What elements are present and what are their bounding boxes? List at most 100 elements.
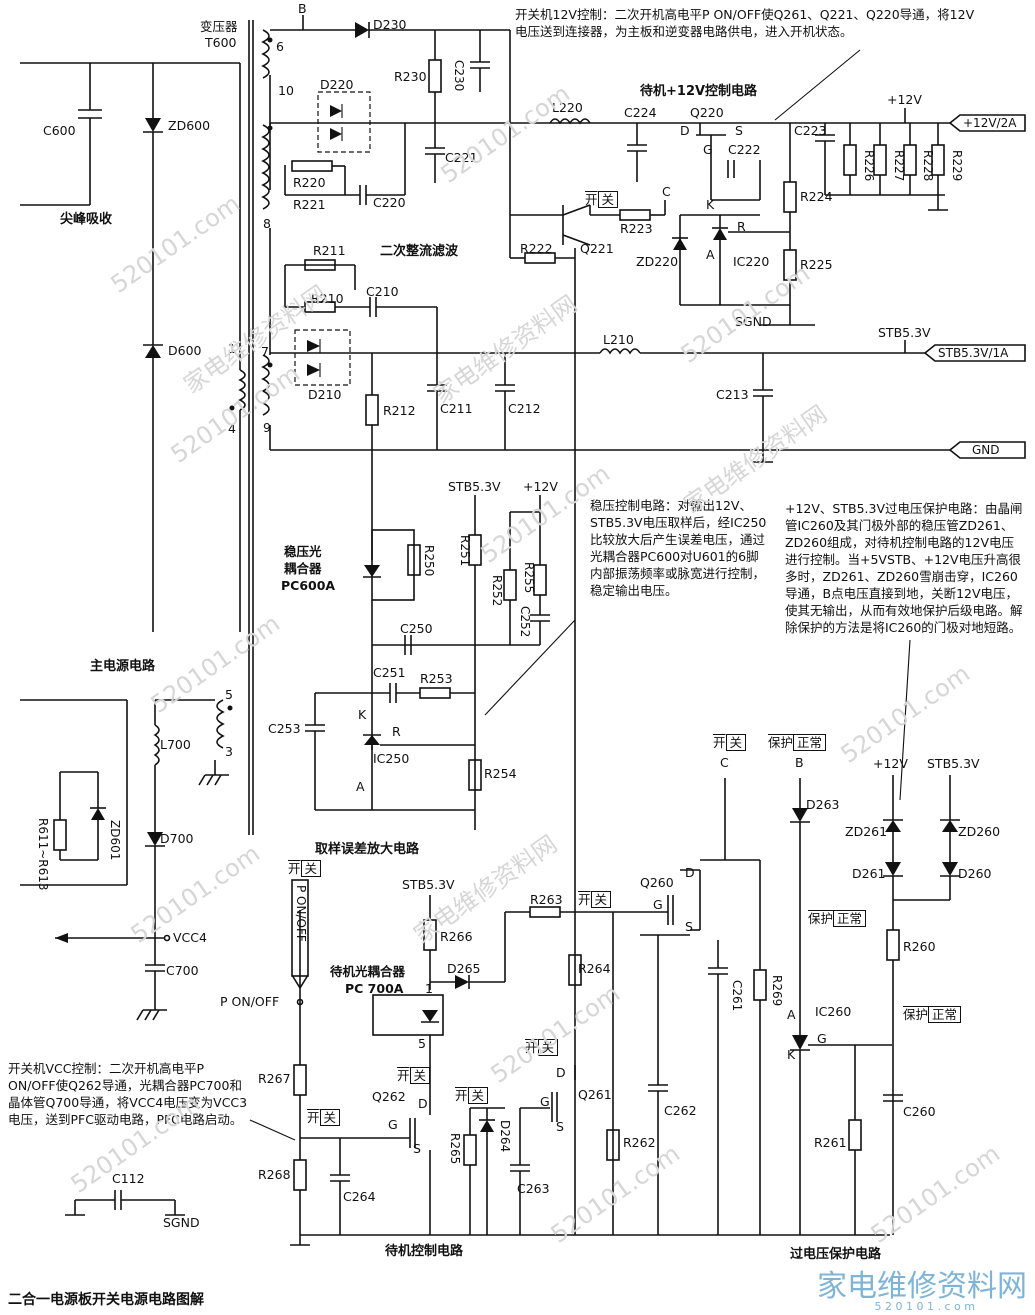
pin-b-top: B [298, 1, 307, 16]
state-ponoff: 开关 [288, 860, 322, 877]
ref-d230: D230 [373, 17, 407, 32]
transformer-ref: T600 [205, 35, 237, 50]
net-12v-top: +12V [887, 92, 922, 107]
pc600a-line1: 稳压光 [284, 544, 322, 559]
ref-r254: R254 [484, 766, 517, 781]
ref-c260: C260 [903, 1104, 936, 1119]
ref-r251: R251 [458, 535, 472, 567]
ref-zd601: ZD601 [108, 820, 122, 861]
port-12v-2a: +12V/2A [963, 116, 1017, 130]
ref-r611-613: R611~R613 [36, 818, 50, 891]
pin-b-label: B [795, 755, 804, 770]
ref-r250: R250 [422, 545, 436, 577]
ref-r253: R253 [420, 671, 453, 686]
pin-k-ic250: K [358, 707, 367, 722]
net-stb-top: STB5.3V [878, 325, 931, 340]
pin-d-q260: D [685, 865, 695, 880]
pin-1: 1 [228, 341, 236, 356]
net-sgnd-top: SGND [735, 314, 772, 329]
ref-r265: R265 [448, 1133, 462, 1165]
ref-c251: C251 [373, 665, 406, 680]
ref-r252: R252 [490, 575, 504, 607]
net-12v-ovp: +12V [873, 756, 908, 771]
net-ponoff-vertical: P ON/OFF [294, 885, 308, 942]
ref-c252: C252 [518, 606, 532, 638]
ref-d700: D700 [160, 831, 194, 846]
pin-g-q261: G [540, 1094, 550, 1109]
pc600a-line2: 耦合器 [284, 561, 322, 576]
net-12v-sampling: +12V [523, 479, 558, 494]
section-standby-ctrl: 待机控制电路 [385, 1244, 464, 1259]
pin-g-q220: G [703, 142, 713, 157]
ref-r260: R260 [903, 939, 936, 954]
net-stb-standby: STB5.3V [402, 877, 455, 892]
pin-d-q220: D [680, 123, 690, 138]
ref-zd220: ZD220 [636, 254, 679, 269]
pin-7: 7 [261, 344, 269, 359]
state-c-node: 开关 [713, 734, 747, 751]
pin-4: 4 [228, 421, 236, 436]
ref-r268: R268 [258, 1167, 291, 1182]
pin-d-q261: D [556, 1065, 566, 1080]
pin-s-q260: S [685, 919, 693, 934]
ref-r261: R261 [814, 1135, 847, 1150]
site-logo-sub: 5 2 0 1 0 1 . c o m [874, 1300, 975, 1313]
ref-r210: R210 [311, 291, 344, 306]
section-standby-12v: 待机+12V控制电路 [640, 84, 758, 99]
ref-c210: C210 [366, 284, 399, 299]
output-ports [923, 114, 1026, 459]
pin-r-ic250: R [392, 724, 401, 739]
ref-c263: C263 [517, 1181, 550, 1196]
transformer-secondaries [216, 29, 273, 749]
q260-stage [606, 778, 767, 1235]
note-regulation: 稳压控制电路：对输出12V、STB5.3V电压取样后，经IC250比较放大后产生… [590, 498, 767, 598]
ref-ic220: IC220 [733, 254, 770, 269]
pin-k-ic220: K [706, 197, 715, 212]
ref-r264: R264 [578, 961, 611, 976]
pin-6: 6 [276, 39, 284, 54]
pin-a-ic220: A [706, 247, 715, 262]
ref-r212: R212 [383, 403, 416, 418]
pin-s-q220: S [735, 123, 743, 138]
pin-s-q262: S [413, 1141, 421, 1156]
ref-r255: R255 [522, 562, 536, 594]
callout-lines [249, 49, 911, 1141]
ref-r227: R227 [892, 150, 906, 182]
spike-absorber [20, 62, 241, 632]
figure-caption: 二合一电源板开关电源电路图解 [8, 1292, 204, 1308]
ref-zd260: ZD260 [958, 824, 1001, 839]
ref-c264: C264 [343, 1189, 376, 1204]
ovp-circuit [790, 775, 960, 1235]
net-ponoff: P ON/OFF [220, 994, 280, 1009]
net-stb-ovp: STB5.3V [927, 756, 980, 771]
ref-l220: L220 [552, 100, 583, 115]
ref-r226: R226 [862, 150, 876, 182]
vcc-supply [20, 699, 229, 1021]
pin-1-pc700: 1 [425, 981, 433, 996]
ref-q260: Q260 [640, 875, 674, 890]
note-ovp: +12V、STB5.3V过电压保护电路：由晶闸管IC260及其门极外部的稳压管Z… [785, 501, 1023, 635]
rectifier-d220 [269, 91, 770, 205]
transformer-name: 变压器 [200, 19, 238, 34]
ref-r262: R262 [623, 1135, 656, 1150]
state-q221: 开关 [585, 191, 619, 208]
pin-2-pc700: 5 [418, 1036, 426, 1051]
c112-cap [65, 1190, 185, 1216]
aux-d230 [269, 15, 511, 258]
transformer-primary [229, 20, 254, 835]
ref-ic260: IC260 [815, 1004, 852, 1019]
ref-r269: R269 [770, 975, 784, 1007]
state-q261-drain: 开关 [525, 1039, 559, 1056]
ref-d263: D263 [806, 797, 840, 812]
ref-r221: R221 [293, 197, 326, 212]
section-spike: 尖峰吸收 [60, 212, 113, 227]
ref-c221: C221 [445, 150, 478, 165]
ref-l700: L700 [160, 737, 191, 752]
ref-d264: D264 [498, 1120, 512, 1153]
ref-c212: C212 [508, 401, 541, 416]
ref-c600: C600 [43, 123, 76, 138]
state-r260: 保护正常 [903, 1006, 962, 1023]
standby-control [290, 879, 890, 1246]
ref-l210: L210 [603, 332, 634, 347]
